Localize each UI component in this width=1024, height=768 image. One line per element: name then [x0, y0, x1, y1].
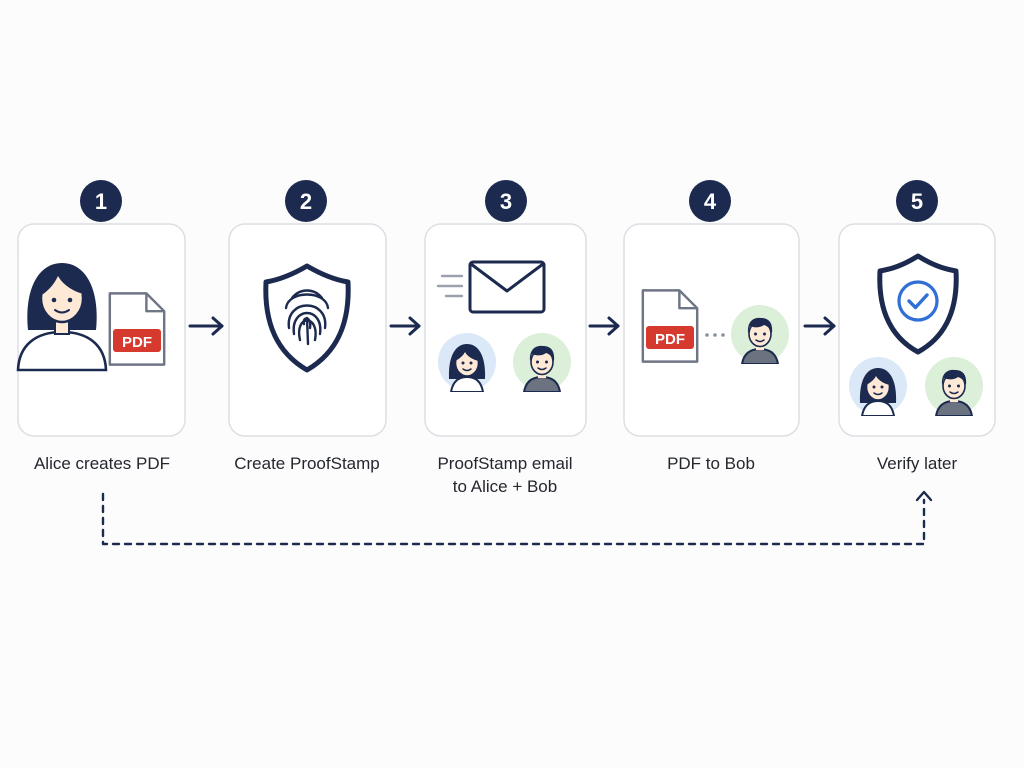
fingerprint-shield-icon [263, 263, 351, 373]
step-label-5: Verify later [876, 454, 958, 473]
step-badge-5: 5 [896, 180, 938, 222]
step-badge-2: 2 [285, 180, 327, 222]
step-label-3: ProofStamp email to Alice + Bob [437, 454, 573, 496]
svg-text:PDF: PDF [122, 334, 152, 351]
dotted-connector [705, 333, 725, 337]
svg-text:5: 5 [911, 189, 923, 214]
step-badge-3: 3 [485, 180, 527, 222]
envelope-icon [436, 260, 546, 314]
step-label-4: PDF to Bob [667, 454, 755, 473]
arrow-right-icon [588, 316, 620, 336]
check-shield-icon [877, 253, 959, 355]
arrow-right-icon [188, 316, 224, 336]
step-card-4 [623, 223, 800, 437]
dashed-return-arrow [101, 490, 933, 546]
person-alice-icon [16, 263, 108, 372]
pdf-file-icon: PDF [641, 289, 699, 363]
step-badge-1: 1 [80, 180, 122, 222]
step-label-2: Create ProofStamp [234, 454, 380, 473]
arrow-right-icon [803, 316, 836, 336]
step-badge-4: 4 [689, 180, 731, 222]
svg-text:PDF: PDF [655, 331, 685, 348]
svg-text:1: 1 [95, 189, 107, 214]
step-card-3 [424, 223, 587, 437]
svg-text:2: 2 [300, 189, 312, 214]
step-label-1: Alice creates PDF [33, 454, 171, 473]
svg-text:4: 4 [704, 189, 717, 214]
pdf-file-icon: PDF [108, 292, 166, 366]
arrow-right-icon [389, 316, 421, 336]
svg-text:3: 3 [500, 189, 512, 214]
